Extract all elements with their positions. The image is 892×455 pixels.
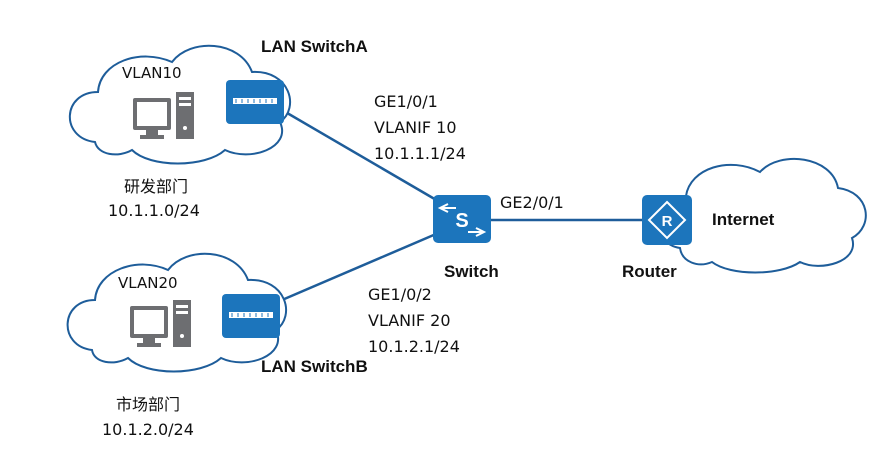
router-icon: R bbox=[642, 195, 692, 245]
router-label: Router bbox=[622, 262, 677, 281]
router-icon-letter: R bbox=[662, 213, 673, 230]
link-a-port: GE1/0/1 bbox=[374, 92, 438, 111]
vlan10-dept: 研发部门 bbox=[124, 177, 188, 196]
switcha-label: LAN SwitchA bbox=[261, 37, 368, 56]
vlan10-subnet: 10.1.1.0/24 bbox=[108, 201, 200, 220]
core-switch-icon-letter: S bbox=[455, 210, 468, 232]
core-switch-label: Switch bbox=[444, 262, 499, 281]
link-b-ip: 10.1.2.1/24 bbox=[368, 337, 460, 356]
core-switch-icon: S bbox=[433, 195, 491, 243]
link-switchb-to-switch bbox=[281, 226, 451, 302]
pc-vlan20-icon bbox=[130, 300, 191, 347]
link-b-port: GE1/0/2 bbox=[368, 285, 432, 304]
link-a-ip: 10.1.1.1/24 bbox=[374, 144, 466, 163]
vlan20-subnet: 10.1.2.0/24 bbox=[102, 420, 194, 439]
link-b-vlanif: VLANIF 20 bbox=[368, 311, 451, 330]
vlan20-label: VLAN20 bbox=[118, 274, 178, 292]
link-a-vlanif: VLANIF 10 bbox=[374, 118, 457, 137]
link-switcha-to-switch bbox=[281, 108, 451, 210]
switchb-label: LAN SwitchB bbox=[261, 357, 368, 376]
lan-switchb-icon bbox=[222, 294, 280, 338]
cloud-internet bbox=[657, 158, 867, 274]
link-router-port: GE2/0/1 bbox=[500, 193, 564, 212]
internet-label: Internet bbox=[712, 210, 775, 229]
lan-switcha-icon bbox=[226, 80, 284, 124]
vlan20-dept: 市场部门 bbox=[116, 395, 180, 414]
pc-vlan10-icon bbox=[133, 92, 194, 139]
vlan10-label: VLAN10 bbox=[122, 64, 182, 82]
